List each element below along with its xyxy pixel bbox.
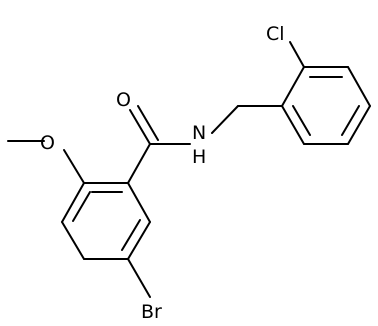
atom-oxygen-methoxy: O: [40, 132, 55, 154]
bond: [127, 143, 151, 184]
bond: [347, 66, 371, 107]
atom-bromine: Br: [141, 301, 162, 323]
bonds: [7, 41, 371, 298]
bond: [127, 258, 151, 298]
bond-inner: [72, 191, 91, 222]
bond: [211, 105, 239, 134]
bond: [281, 105, 305, 145]
bond: [127, 221, 151, 260]
bond: [63, 149, 85, 184]
bond: [289, 41, 305, 68]
bond-double: [137, 105, 159, 141]
bond: [281, 66, 305, 107]
bond: [61, 221, 85, 260]
bond-inner: [292, 105, 311, 136]
atom-chlorine: Cl: [266, 23, 285, 45]
atom-labels: O O N H Cl Br: [40, 23, 285, 323]
atom-nitrogen: N: [192, 122, 206, 144]
bond: [61, 182, 85, 223]
atom-hydrogen: H: [192, 146, 206, 168]
bond-inner: [121, 219, 141, 251]
atom-oxygen-carbonyl: O: [116, 89, 131, 111]
bond-double: [129, 109, 151, 145]
bond: [347, 105, 371, 145]
bond-inner: [341, 105, 360, 136]
bond: [127, 182, 151, 223]
